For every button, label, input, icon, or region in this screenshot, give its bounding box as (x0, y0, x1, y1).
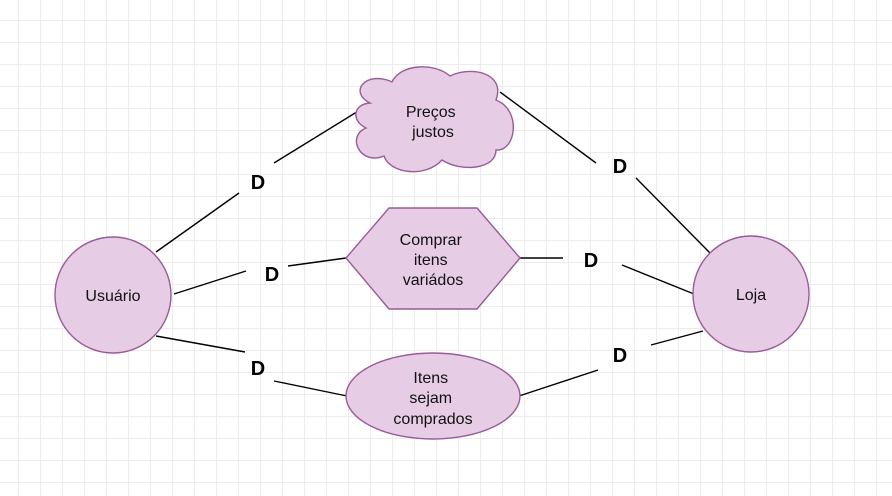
comprar-label-line-3: variádos (403, 272, 463, 289)
usuario-label: Usuário (85, 288, 140, 305)
edge-usuario-d3 (173, 270, 247, 295)
edge-d2-loja (635, 177, 712, 255)
edge-d4-loja (621, 264, 695, 295)
dependency-mark-usuario-comprar: D (265, 264, 279, 286)
loja-circle (692, 235, 810, 353)
itens-label: Itens sejam comprados (393, 370, 472, 428)
node-usuario[interactable]: Usuário (54, 236, 172, 354)
itens-label-line-1: Itens (413, 370, 448, 387)
edge-d3-comprar (287, 257, 347, 267)
comprar-label-line-1: Comprar (400, 232, 463, 249)
edge-usuario-d5 (155, 335, 246, 353)
dependency-mark-usuario-precos: D (251, 172, 265, 194)
edges (155, 91, 712, 397)
edge-itens-d6 (518, 369, 599, 397)
edge-d6-loja (650, 330, 704, 346)
node-comprar-itens[interactable]: Comprar itens variádos (345, 207, 521, 310)
dependency-marks: D D D D D D (251, 156, 627, 380)
comprar-label-line-2: itens (414, 252, 448, 269)
comprar-hexagon (345, 207, 521, 310)
usuario-circle (54, 236, 172, 354)
precos-label: Preços justos (406, 104, 460, 141)
dependency-mark-precos-loja: D (613, 156, 627, 178)
precos-cloud (355, 66, 514, 173)
comprar-label: Comprar itens variádos (400, 232, 467, 289)
edge-usuario-d1 (155, 192, 240, 253)
precos-label-line-1: Preços (406, 104, 456, 121)
dependency-mark-comprar-loja: D (584, 250, 598, 272)
itens-label-line-3: comprados (393, 411, 472, 428)
dependency-mark-usuario-itens: D (251, 358, 265, 380)
loja-label: Loja (736, 287, 766, 304)
edge-d1-precos (273, 109, 361, 164)
precos-label-line-2: justos (411, 124, 454, 141)
node-itens-comprados[interactable]: Itens sejam comprados (345, 352, 521, 440)
itens-label-line-2: sejam (409, 390, 452, 407)
node-loja[interactable]: Loja (692, 235, 810, 353)
node-precos-justos[interactable]: Preços justos (355, 66, 514, 173)
edge-d5-itens (273, 380, 348, 397)
edge-precos-d2 (499, 91, 597, 164)
itens-ellipse (345, 352, 521, 440)
dependency-mark-itens-loja: D (613, 345, 627, 367)
